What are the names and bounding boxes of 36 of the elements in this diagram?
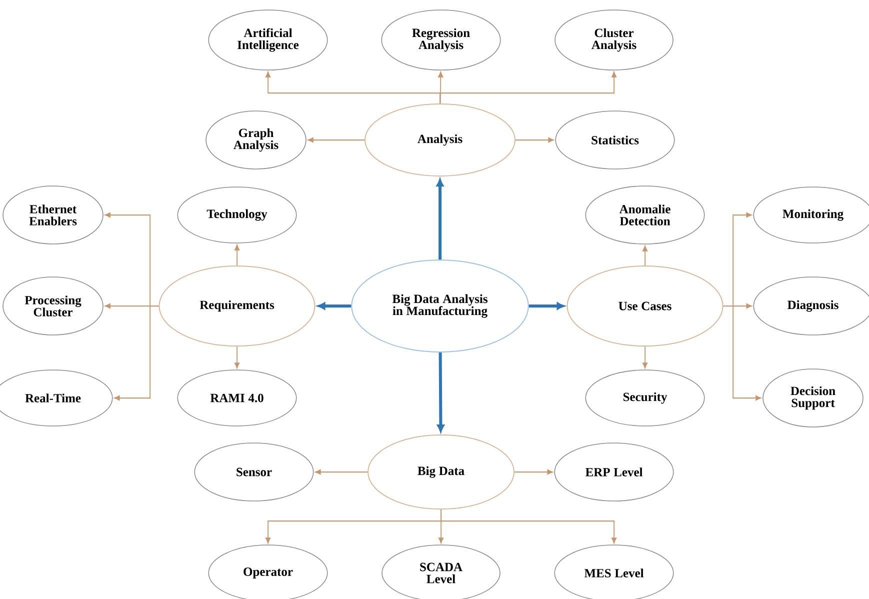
arrow <box>440 72 617 104</box>
topic-oval: Graph Analysis <box>206 110 306 170</box>
topic-oval: Regression Analysis <box>381 10 501 70</box>
topic-oval: Technology <box>177 186 297 244</box>
arrow <box>722 306 762 401</box>
topic-oval: RAMI 4.0 <box>177 370 297 426</box>
arrow <box>515 137 554 143</box>
topic-oval: Artificial Intelligence <box>208 10 328 70</box>
arrow <box>315 469 368 475</box>
category-oval: Use Cases <box>566 266 724 346</box>
arrow <box>308 137 365 143</box>
topic-oval: Decision Support <box>762 368 864 428</box>
arrow <box>234 244 240 266</box>
arrow <box>528 302 564 310</box>
topic-oval: Sensor <box>194 442 314 502</box>
arrow <box>642 246 648 266</box>
topic-oval: Anomalie Detection <box>585 186 705 244</box>
arrow <box>438 72 444 104</box>
category-oval: Requirements <box>158 266 316 346</box>
arrow <box>437 352 444 432</box>
arrow <box>440 509 617 544</box>
arrow <box>642 346 648 368</box>
topic-oval: ERP Level <box>554 442 674 502</box>
arrow <box>234 346 240 368</box>
topic-oval: Cluster Analysis <box>554 10 674 70</box>
topic-oval: Ethernet Enablers <box>2 186 104 244</box>
topic-oval: Statistics <box>555 110 675 170</box>
arrow <box>514 469 554 475</box>
topic-oval: Processing Cluster <box>2 276 104 336</box>
arrow <box>318 302 352 310</box>
category-oval: Big Data <box>368 434 514 510</box>
arrow <box>436 178 444 260</box>
topic-oval: Security <box>585 370 705 426</box>
arrow <box>114 306 160 401</box>
category-oval: Analysis <box>364 104 516 176</box>
hub-oval: Big Data Analysis in Manufacturing <box>351 260 529 352</box>
